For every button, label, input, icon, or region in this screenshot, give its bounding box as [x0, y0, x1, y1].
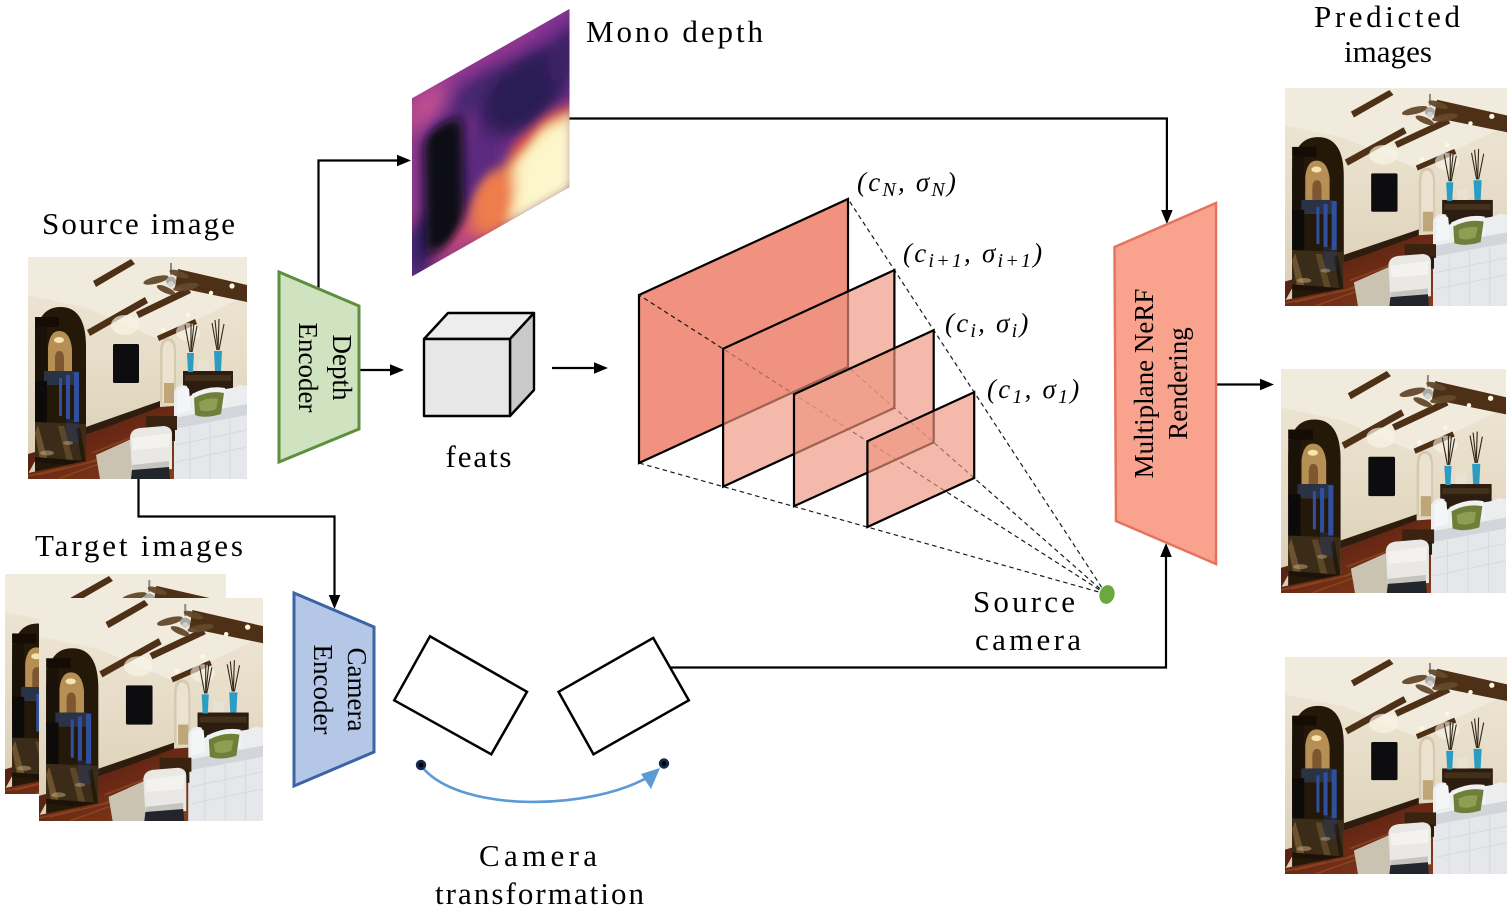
svg-text:Source: Source	[973, 584, 1075, 619]
svg-text:Camera: Camera	[342, 648, 372, 732]
svg-text:feats: feats	[446, 439, 512, 474]
svg-text:Multiplane NeRF: Multiplane NeRF	[1129, 289, 1159, 479]
svg-text:Rendering: Rendering	[1163, 327, 1193, 439]
svg-text:Encoder: Encoder	[293, 323, 323, 413]
svg-text:Mono depth: Mono depth	[586, 14, 764, 49]
svg-text:Depth: Depth	[327, 335, 357, 401]
svg-text:images: images	[1344, 34, 1432, 69]
svg-text:camera: camera	[975, 622, 1081, 657]
svg-text:Encoder: Encoder	[308, 645, 338, 735]
svg-text:transformation: transformation	[435, 876, 645, 911]
svg-text:Predicted: Predicted	[1314, 0, 1461, 34]
svg-text:Source image: Source image	[42, 206, 235, 241]
svg-text:(cN, σN): (cN, σN)	[857, 167, 958, 201]
svg-text:Camera: Camera	[479, 838, 597, 873]
svg-text:(ci, σi): (ci, σi)	[945, 308, 1031, 342]
